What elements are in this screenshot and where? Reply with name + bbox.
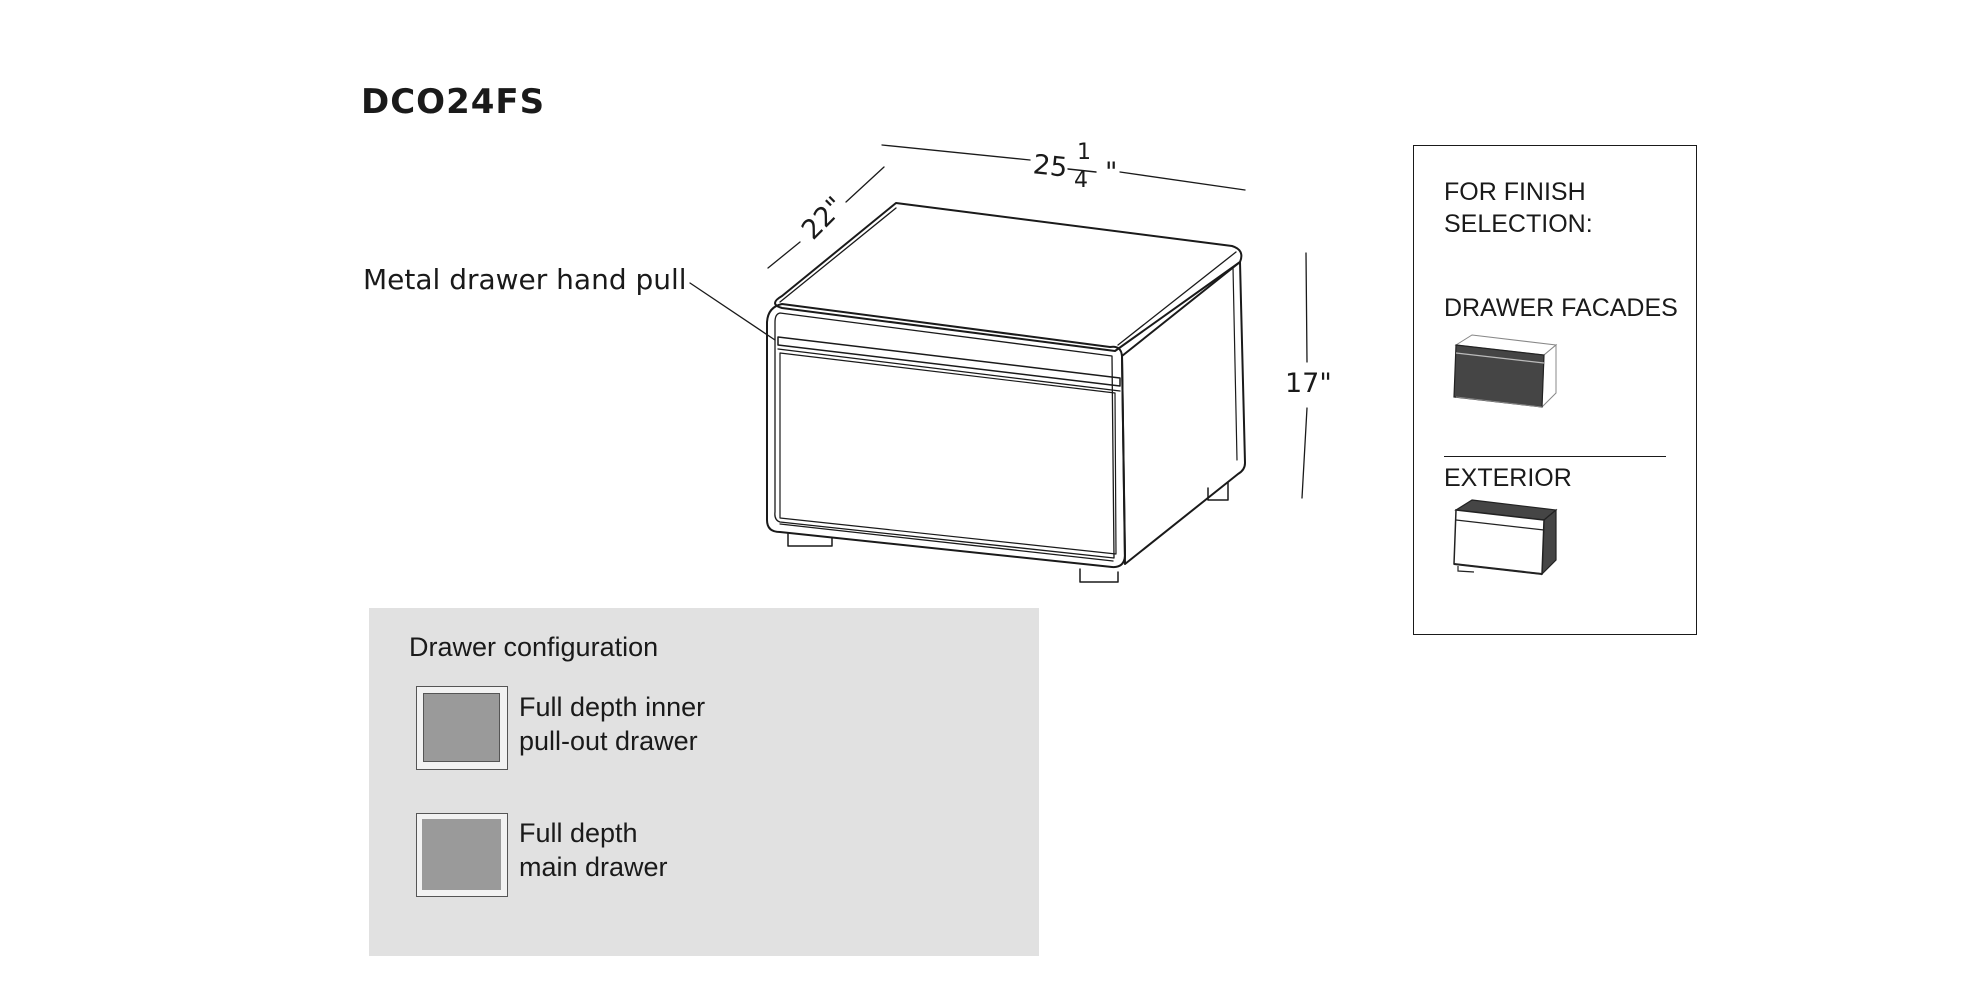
hand-pull-callout: Metal drawer hand pull	[363, 263, 687, 296]
finish-selection-box: FOR FINISH SELECTION: DRAWER FACADES EXT…	[1413, 145, 1697, 635]
inner-pullout-drawer-icon	[416, 686, 508, 770]
config-label-line: Full depth inner	[519, 692, 706, 722]
drawer-facades-label: DRAWER FACADES	[1444, 294, 1678, 322]
width-unit-label: "	[1105, 157, 1118, 188]
width-whole-label: 25	[1031, 149, 1069, 184]
drawer-face	[779, 352, 1117, 555]
cabinet-top	[774, 202, 1243, 352]
configuration-title: Drawer configuration	[409, 632, 659, 662]
drawer-facades-thumbnail	[1453, 334, 1558, 409]
finish-divider	[1444, 456, 1666, 457]
finish-heading: FOR FINISH SELECTION:	[1444, 178, 1593, 238]
cabinet-front-frame	[766, 303, 1126, 569]
width-fraction-denominator: 4	[1074, 168, 1088, 193]
callout-leader-line	[689, 282, 776, 341]
main-drawer-icon	[416, 813, 508, 897]
cabinet-foot	[1207, 481, 1229, 501]
cabinet-foot	[1079, 568, 1119, 583]
cabinet-side	[1121, 261, 1246, 565]
exterior-label: EXTERIOR	[1444, 464, 1572, 492]
width-dimension-line	[1119, 171, 1246, 191]
depth-dimension-line	[845, 166, 885, 203]
width-fraction-bar	[1067, 168, 1097, 173]
inner-pullout-drawer-label: Full depth inner pull-out drawer	[519, 690, 705, 758]
config-label-line: pull-out drawer	[519, 726, 698, 756]
depth-dimension-line	[767, 241, 801, 269]
product-title: DCO24FS	[361, 82, 546, 122]
hand-pull-rail	[777, 336, 1121, 387]
config-label-line: Full depth	[519, 818, 638, 848]
height-dimension-line	[1301, 407, 1308, 499]
drawer-configuration-panel: Drawer configuration Full depth inner pu…	[369, 608, 1039, 956]
height-label: 17"	[1285, 368, 1332, 399]
width-fraction-numerator: 1	[1077, 140, 1091, 165]
height-dimension-line	[1305, 252, 1308, 363]
exterior-thumbnail	[1453, 499, 1558, 576]
cabinet-foot	[787, 532, 833, 547]
main-drawer-label: Full depth main drawer	[519, 816, 668, 884]
width-dimension-line	[881, 144, 1031, 161]
config-label-line: main drawer	[519, 852, 668, 882]
